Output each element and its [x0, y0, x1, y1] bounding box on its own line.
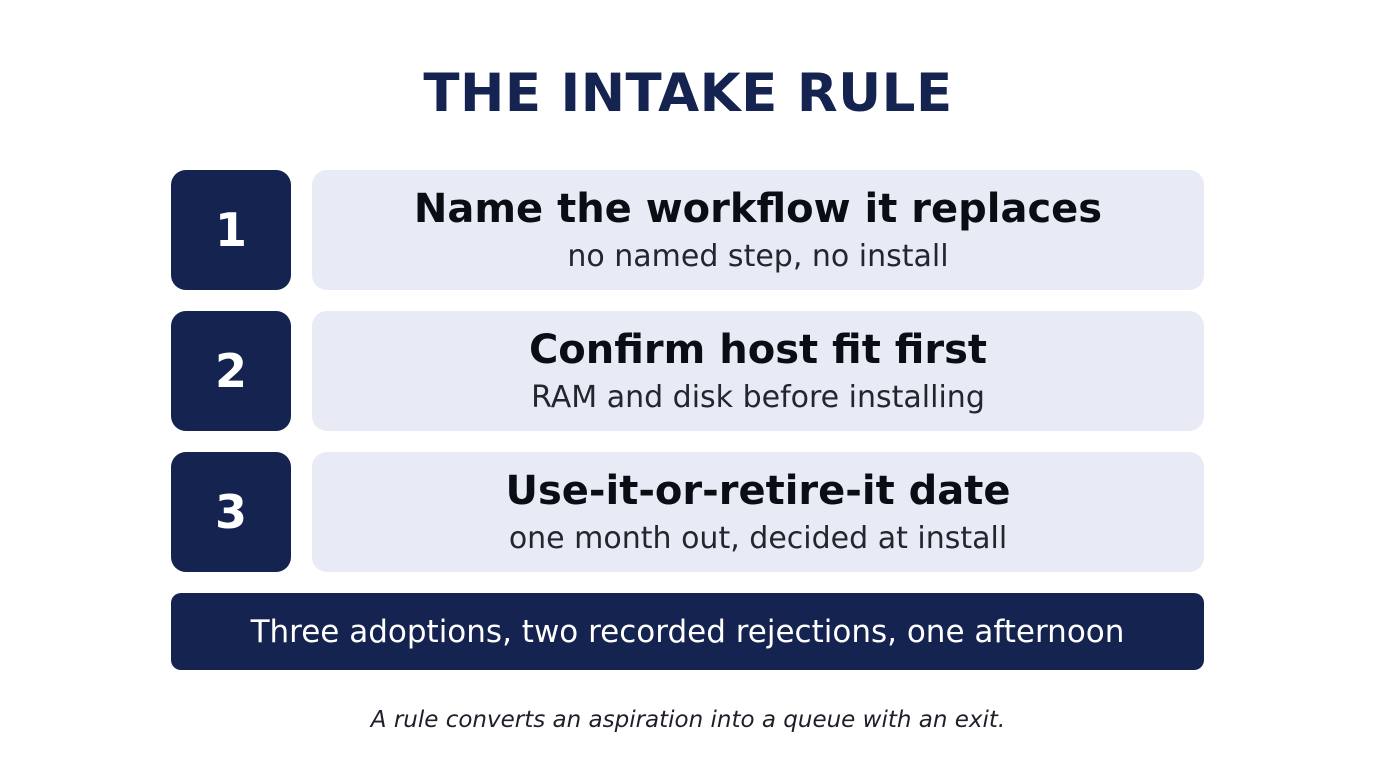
page-title: THE INTAKE RULE [423, 63, 953, 124]
footer-caption: A rule converts an aspiration into a que… [370, 707, 1006, 733]
rule-number-badge: 3 [171, 452, 291, 572]
rule-heading: Confirm host fit first [528, 327, 988, 373]
rule-card: Use-it-or-retire-it date one month out, … [312, 452, 1204, 572]
rule-card: Name the workflow it replaces no named s… [312, 170, 1204, 290]
rule-number-badge: 2 [171, 311, 291, 431]
rule-subtext: no named step, no install [567, 239, 949, 274]
rule-card: Confirm host fit first RAM and disk befo… [312, 311, 1204, 431]
rule-heading: Use-it-or-retire-it date [505, 468, 1011, 514]
rule-subtext: RAM and disk before installing [531, 380, 985, 415]
summary-banner: Three adoptions, two recorded rejections… [171, 593, 1204, 670]
rule-heading: Name the workflow it replaces [413, 186, 1103, 232]
rule-subtext: one month out, decided at install [508, 521, 1008, 556]
rule-number-badge: 1 [171, 170, 291, 290]
